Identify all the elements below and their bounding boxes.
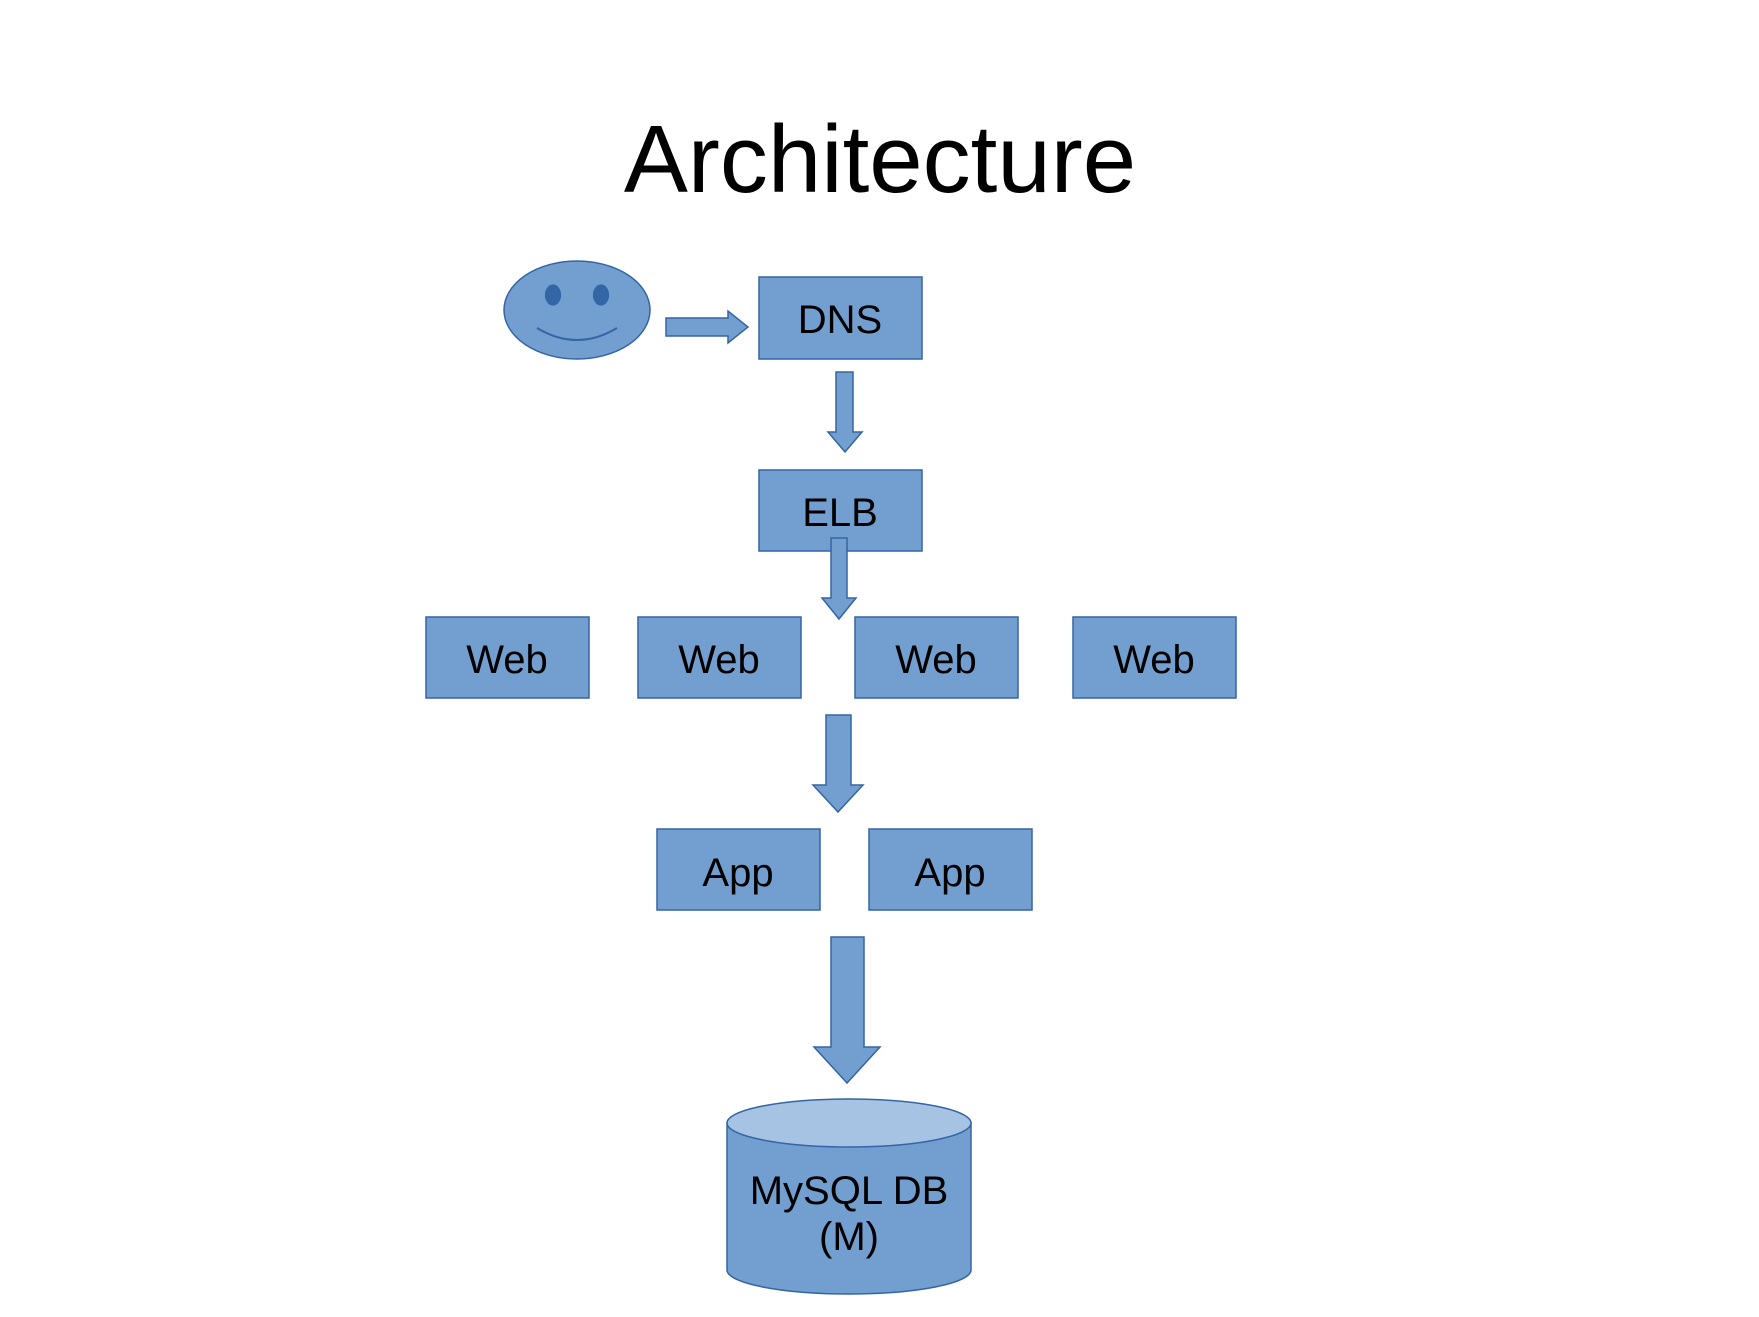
user-node xyxy=(503,260,651,360)
elb-label: ELB xyxy=(802,491,878,535)
web-node-2: Web xyxy=(637,616,802,699)
app-label: App xyxy=(702,851,773,895)
web-label: Web xyxy=(466,638,548,682)
web-label: Web xyxy=(1113,638,1195,682)
dns-node: DNS xyxy=(758,276,923,360)
arrow-web-to-app xyxy=(811,714,865,814)
web-node-1: Web xyxy=(425,616,590,699)
db-label-line1: MySQL DB xyxy=(750,1169,949,1213)
arrow-elb-to-web xyxy=(820,537,858,621)
arrow-dns-to-elb xyxy=(826,371,864,454)
web-label: Web xyxy=(895,638,977,682)
web-label: Web xyxy=(678,638,760,682)
db-label-line2: (M) xyxy=(819,1215,879,1259)
smiley-face-icon xyxy=(503,260,651,360)
slide-title: Architecture xyxy=(624,106,1136,213)
web-node-4: Web xyxy=(1072,616,1237,699)
arrow-app-to-db xyxy=(812,936,882,1085)
app-node-2: App xyxy=(868,828,1033,911)
dns-label: DNS xyxy=(798,298,882,342)
mysql-db-node: MySQL DB (M) xyxy=(726,1098,972,1295)
web-node-3: Web xyxy=(854,616,1019,699)
app-node-1: App xyxy=(656,828,821,911)
app-label: App xyxy=(914,851,985,895)
arrow-user-to-dns xyxy=(665,309,750,345)
